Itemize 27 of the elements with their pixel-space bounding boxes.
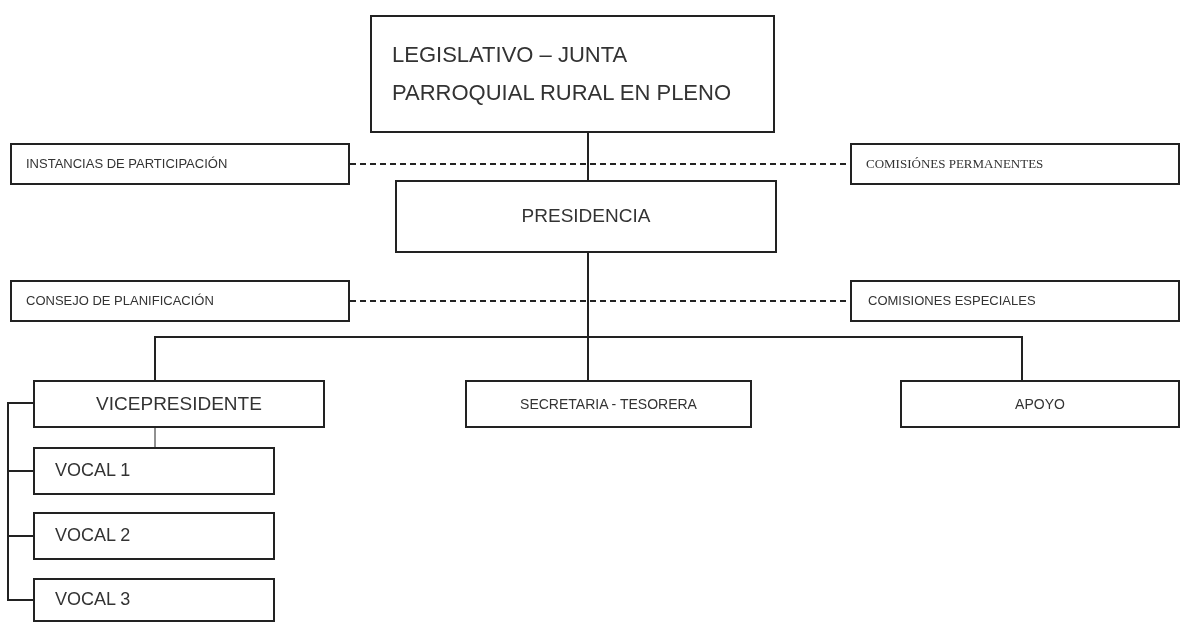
connector-line xyxy=(7,402,34,601)
org-box xyxy=(370,15,775,133)
org-box xyxy=(10,280,350,322)
box-label: COMISIONES ESPECIALES xyxy=(868,293,1036,309)
org-box xyxy=(33,380,325,428)
org-box xyxy=(33,512,275,560)
org-box xyxy=(850,280,1180,322)
box-label: APOYO xyxy=(1015,395,1065,413)
connector-line xyxy=(587,132,589,181)
org-box xyxy=(850,143,1180,185)
org-box xyxy=(465,380,752,428)
box-label: SECRETARIA - TESORERA xyxy=(520,395,697,413)
box-label: VOCAL 2 xyxy=(55,525,131,547)
box-label: LEGISLATIVO – JUNTA PARROQUIAL RURAL EN PLENO xyxy=(392,40,733,107)
connector-line xyxy=(154,427,156,448)
box-label: PRESIDENCIA xyxy=(521,205,651,228)
org-box xyxy=(33,578,275,622)
box-label: VOCAL 3 xyxy=(55,589,131,611)
box-label: INSTANCIAS DE PARTICIPACIÓN xyxy=(26,156,228,172)
box-label: COMISIÓNES PERMANENTES xyxy=(866,156,1044,172)
org-box xyxy=(10,143,350,185)
org-box xyxy=(33,447,275,495)
box-label: CONSEJO DE PLANIFICACIÓN xyxy=(26,293,214,309)
box-label: VOCAL 1 xyxy=(55,460,131,482)
org-box xyxy=(900,380,1180,428)
org-box xyxy=(395,180,777,253)
box-label: VICEPRESIDENTE xyxy=(96,392,262,416)
